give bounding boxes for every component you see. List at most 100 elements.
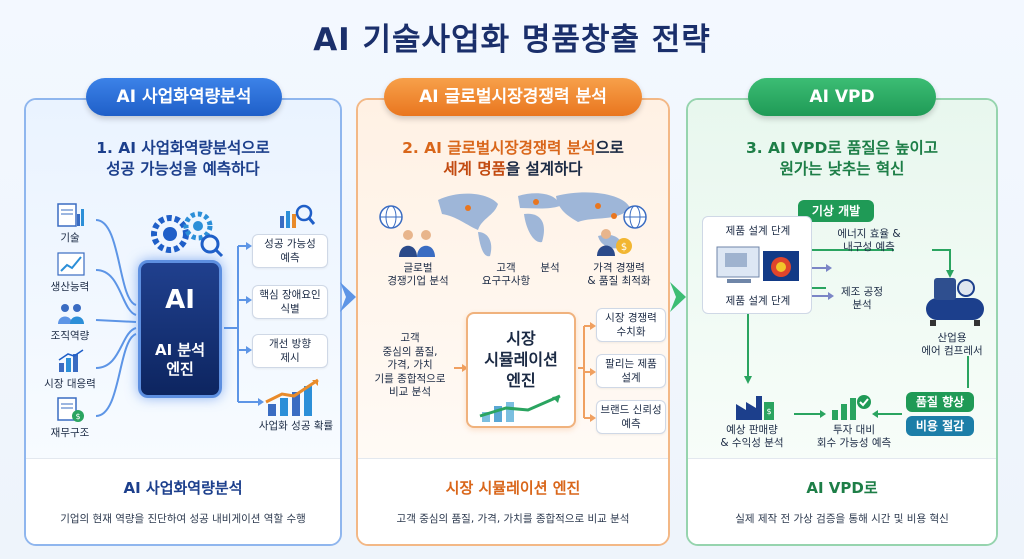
label-line-1: 가격 경쟁력 [593, 262, 645, 274]
compressor-label: 산업용 에어 컴프레서 [904, 332, 996, 358]
panel-heading: 1. AI 사업화역량분석으로 성공 가능성을 예측하다 [26, 138, 340, 180]
output-improvement: 개선 방향 제시 [252, 334, 328, 368]
panel-ai-vpd: 3. AI VPD로 품질은 높이고 원가는 낮추는 혁신 기상 개발 제품 설… [686, 98, 998, 546]
output-line-2: 설계 [621, 372, 641, 384]
engine-name-line-3: 엔진 [506, 371, 536, 390]
top-label-customer: 고객 요구구사항 [468, 262, 544, 288]
desc-line: 가격, 가치 [387, 359, 433, 371]
svg-text:$: $ [766, 407, 771, 416]
top-label-price-quality: 가격 경쟁력 & 품질 최적화 [570, 262, 668, 288]
energy-durability-label: 에너지 효율 & 내구성 예측 [826, 228, 912, 254]
finance-document-icon: $ [57, 397, 84, 422]
design-stage-card: 제품 설계 단계 제품 설계 단계 [702, 216, 812, 314]
desc-line: 중심의 품질, [382, 345, 438, 358]
label-line-1: 산업용 [937, 332, 967, 344]
team-icon [58, 304, 84, 324]
label-line-2: & 수익성 분석 [720, 437, 784, 449]
output-line-1: 브랜드 신뢰성 [600, 404, 662, 416]
world-map-icon [438, 192, 630, 257]
panel-body: 3. AI VPD로 품질은 높이고 원가는 낮추는 혁신 기상 개발 제품 설… [688, 100, 996, 458]
design-stage-top-label: 제품 설계 단계 [725, 225, 791, 237]
svg-text:$: $ [75, 412, 80, 421]
output-line-2: 예측 [621, 418, 641, 430]
cad-simulation-icon [716, 246, 799, 283]
output-obstacle-identify: 핵심 장애요인 식별 [252, 285, 328, 319]
design-stage-bottom-label: 제품 설계 단계 [725, 295, 791, 307]
engine-ai-label: AI [165, 285, 195, 315]
pill-global-competitiveness: AI 글로벌시장경쟁력 분석 [384, 78, 642, 116]
label-line-2: 내구성 예측 [843, 241, 895, 253]
label-line-1: 고객 [496, 262, 516, 274]
panel-global-competitiveness: 2. AI 글로벌시장경쟁력 분석으로 세계 명품을 설계하다 [356, 98, 670, 546]
heading-line-1: 1. AI 사업화역량분석으로 [96, 139, 270, 157]
footer-title: AI 사업화역량분석 [123, 479, 243, 497]
label-line-1: 글로벌 [403, 262, 433, 274]
output-success-rate-label: 사업화 성공 확률 [258, 420, 334, 432]
label-line-2: 요구구사항 [481, 275, 531, 287]
business-people-icon [399, 230, 435, 257]
output-line-1: 시장 경쟁력 [605, 312, 657, 324]
label-line-1: 예상 판매량 [726, 424, 778, 436]
label-line-2: 에어 컴프레서 [921, 345, 983, 357]
panel-body: 2. AI 글로벌시장경쟁력 분석으로 세계 명품을 설계하다 [358, 100, 668, 458]
panel-capability-analysis: 1. AI 사업화역량분석으로 성공 가능성을 예측하다 [24, 98, 342, 546]
label-line-2: 회수 가능성 예측 [816, 437, 892, 449]
output-line-1: 성공 가능성 [264, 238, 316, 250]
output-line-1: 개선 방향 [269, 338, 311, 350]
label-line-2: 분석 [852, 299, 872, 311]
panel-footer: AI 사업화역량분석 기업의 현재 역량을 진단하여 성공 내비게이션 역할 수… [26, 458, 340, 544]
heading-part: 을 설계하다 [505, 160, 583, 178]
top-label-analysis: 분석 [530, 262, 570, 275]
output-line-2: 예측 [280, 252, 300, 264]
magnifier-chart-icon [280, 204, 316, 228]
output-success-prediction: 성공 가능성 예측 [252, 234, 328, 268]
panel-footer: 시장 시뮬레이션 엔진 고객 중심의 품질, 가격, 가치를 종합적으로 비교 … [358, 458, 668, 544]
label-line-2: 경쟁기업 분석 [387, 275, 449, 287]
pill-capability-analysis: AI 사업화역량분석 [86, 78, 282, 116]
document-chart-icon [57, 203, 84, 227]
label-line-1: 제조 공정 [841, 286, 883, 298]
ai-analysis-engine: AI AI 분석 엔진 [138, 260, 222, 398]
input-label-production: 생산능력 [50, 281, 90, 293]
flow-lines [95, 219, 264, 417]
heading-line-2: 원가는 낮추는 혁신 [779, 160, 905, 178]
footer-description: 기업의 현재 역량을 진단하여 성공 내비게이션 역할 수행 [60, 513, 306, 525]
svg-text:$: $ [621, 242, 627, 253]
output-product-design: 팔리는 제품 설계 [596, 354, 666, 388]
footer-description: 실제 제작 전 가상 검증을 통해 시간 및 비용 혁신 [735, 513, 949, 525]
panel-body: 1. AI 사업화역량분석으로 성공 가능성을 예측하다 [26, 100, 340, 458]
virtual-development-badge: 기상 개발 [798, 200, 874, 222]
label-line-1: 에너지 효율 & [837, 228, 901, 240]
customer-comparison-text: 고객 중심의 품질, 가격, 가치 기를 종합적으로 비교 분석 [364, 332, 456, 400]
flow-lines [744, 249, 969, 418]
bar-growth-icon [58, 349, 84, 372]
arrow-right-icon [340, 282, 356, 312]
heading-line-1: 3. AI VPD로 품질은 높이고 [745, 139, 939, 157]
heading-line-1: 2. AI 글로벌시장경쟁력 분석으로 [358, 138, 668, 159]
heading-line-2: 성공 가능성을 예측하다 [106, 160, 260, 178]
roi-growth-icon [832, 395, 871, 420]
output-line-2: 제시 [280, 352, 300, 364]
roi-prediction-label: 투자 대비 회수 가능성 예측 [806, 424, 902, 450]
sales-profit-label: 예상 판매량 & 수익성 분석 [706, 424, 798, 450]
engine-name-line-1: 시장 [506, 329, 536, 348]
quality-up-badge: 품질 향상 [906, 392, 974, 412]
factory-icon: $ [736, 396, 774, 420]
engine-name: AI 분석 엔진 [141, 341, 219, 379]
input-label-organization: 조직역량 [50, 330, 90, 342]
desc-line: 기를 종합적으로 [374, 372, 446, 385]
calendar-globe-icon [379, 205, 403, 229]
panel-heading: 3. AI VPD로 품질은 높이고 원가는 낮추는 혁신 [688, 138, 996, 180]
top-label-competitors: 글로벌 경쟁기업 분석 [372, 262, 464, 288]
input-label-finance: 재무구조 [50, 427, 90, 439]
label-line-2: 분석 [540, 262, 560, 274]
gears-icon [151, 211, 224, 258]
input-label-tech: 기술 [60, 232, 80, 244]
market-simulation-engine: 시장 시뮬레이션 엔진 [466, 312, 576, 428]
output-market-score: 시장 경쟁력 수치화 [596, 308, 666, 342]
flow-lines [454, 322, 596, 422]
engine-name: 시장 시뮬레이션 엔진 [468, 328, 574, 391]
heading-part: 2. AI 글로벌시장경쟁력 분석 [402, 139, 596, 157]
output-line-2: 수치화 [616, 326, 646, 338]
air-compressor-icon [926, 278, 984, 326]
